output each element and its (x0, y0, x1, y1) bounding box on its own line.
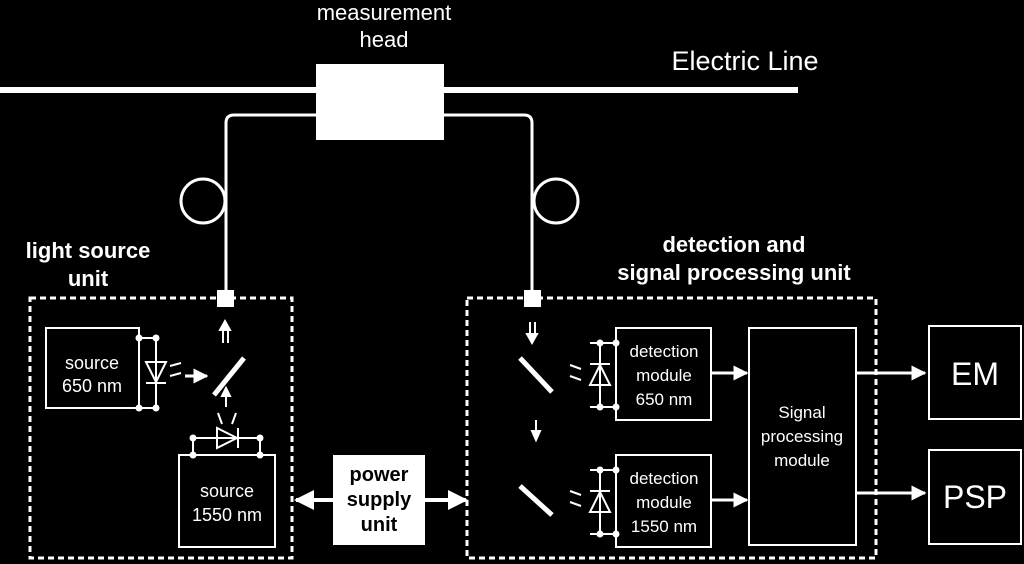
light-source-unit-label-2: unit (68, 266, 109, 291)
source-650-box (45, 327, 140, 409)
arrow-icon (220, 385, 232, 407)
mirror-icon (518, 356, 554, 394)
fiber-right (442, 113, 534, 290)
power-supply-label-2: supply (347, 489, 412, 511)
signal-processing-label-1: Signal (778, 403, 825, 422)
source-1550-label-2: 1550 nm (192, 505, 262, 525)
detection-unit-label-2: signal processing unit (617, 260, 851, 285)
det-650-label-1: detection (630, 342, 699, 361)
signal-processing-module (748, 327, 857, 546)
photodiode-icon (569, 339, 620, 411)
arrow-icon (525, 322, 539, 346)
source-1550-label-1: source (200, 481, 254, 501)
mirror-icon (518, 484, 554, 517)
light-source-unit-label-1: light source (26, 238, 151, 263)
det-1550-label-2: module (636, 493, 692, 512)
em-box (928, 325, 1022, 420)
mirror-icon (212, 356, 246, 397)
fiber-coil-icon (532, 177, 580, 225)
det-650-label-2: module (636, 366, 692, 385)
psp-label: PSP (943, 479, 1007, 515)
fiber-coil-icon (179, 177, 227, 225)
arrow-icon (218, 318, 232, 343)
measurement-head (316, 64, 444, 140)
led-icon (189, 412, 264, 459)
det-1550-label-1: detection (630, 469, 699, 488)
em-label: EM (951, 356, 999, 392)
connector-left (217, 290, 234, 307)
detection-unit-box (465, 296, 878, 560)
measurement-head-label-1: measurement (317, 0, 452, 25)
power-supply-label-1: power (350, 464, 409, 486)
source-1550-box (178, 454, 276, 548)
power-supply-label-3: unit (361, 514, 398, 536)
light-source-unit-box (28, 296, 294, 560)
electric-line-label: Electric Line (671, 46, 818, 76)
source-650-label-1: source (65, 353, 119, 373)
led-icon (135, 334, 182, 412)
detection-unit-label-1: detection and (662, 232, 805, 257)
power-supply-unit (333, 455, 425, 545)
photodiode-icon (569, 466, 620, 538)
arrow-icon (530, 420, 542, 443)
measurement-head-label-2: head (360, 27, 409, 52)
det-1550-label-3: 1550 nm (631, 517, 697, 536)
fiber-left (224, 113, 318, 290)
psp-box (928, 449, 1022, 545)
signal-processing-label-3: module (774, 451, 830, 470)
det-650-label-3: 650 nm (636, 390, 693, 409)
source-650-label-2: 650 nm (62, 376, 122, 396)
signal-processing-label-2: processing (761, 427, 843, 446)
connector-right (524, 290, 541, 307)
